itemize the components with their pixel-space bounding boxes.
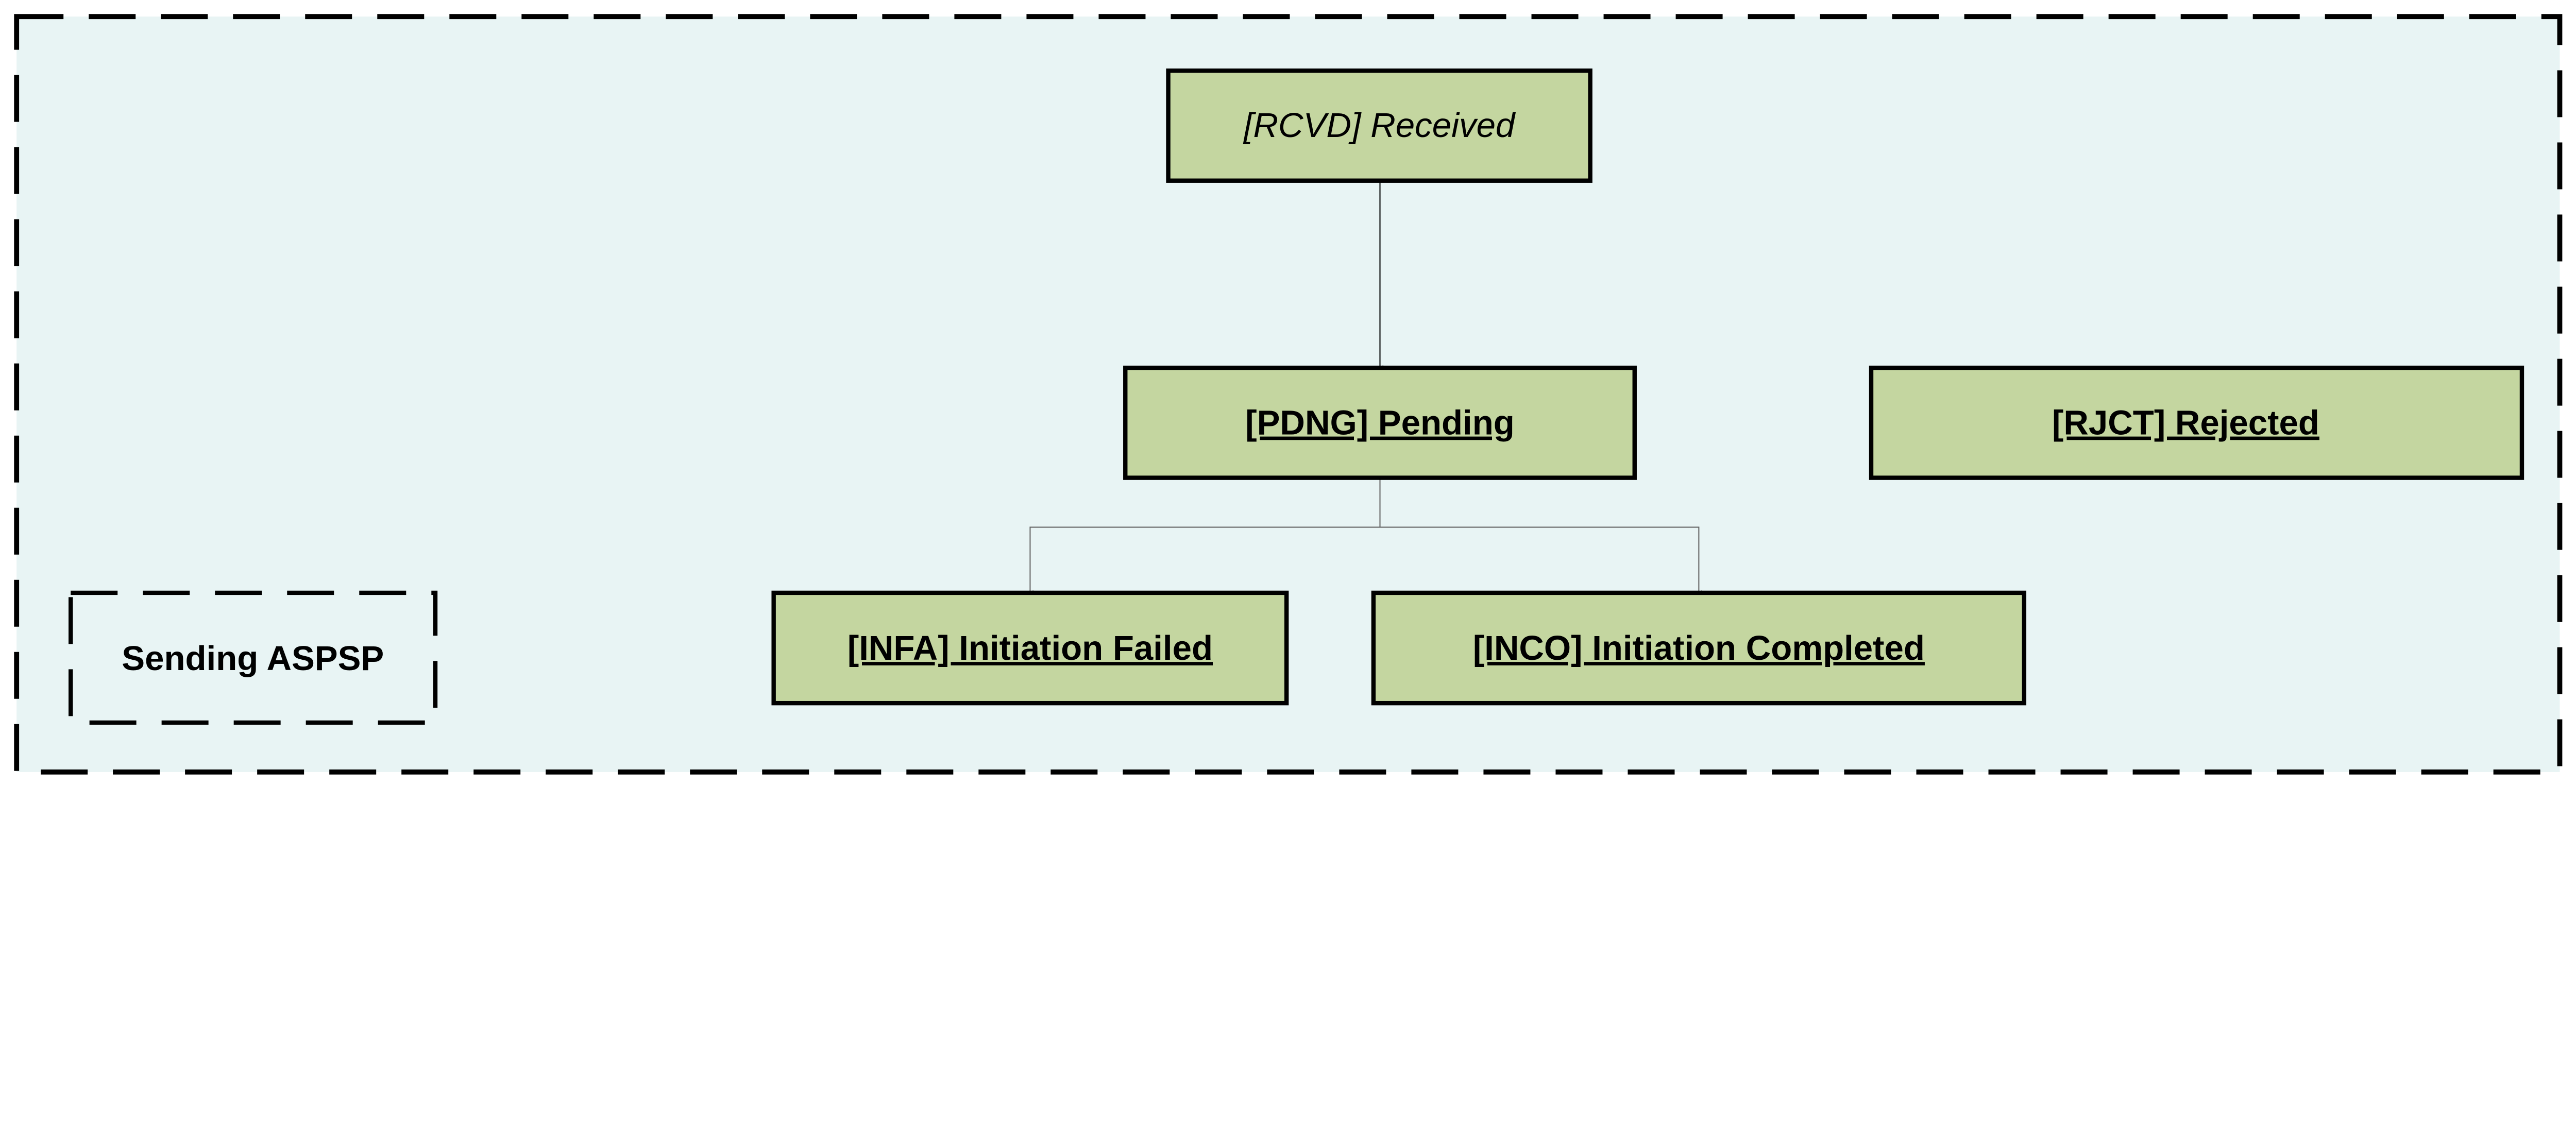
transition-pdng-infa bbox=[1029, 526, 1380, 594]
state-rjct-label: [RJCT] Rejected bbox=[2052, 404, 2319, 442]
container-label: Sending ASPSP bbox=[122, 639, 384, 678]
state-inco[interactable]: [INCO] Initiation Completed bbox=[1371, 590, 2027, 706]
state-rcvd-label: [RCVD] Received bbox=[1243, 106, 1516, 145]
state-diagram: Sending ASPSP [RCVD] Received [PDNG] Pen… bbox=[14, 14, 2563, 775]
state-pdng[interactable]: [PDNG] Pending bbox=[1123, 365, 1637, 480]
transition-pdng-inco bbox=[1380, 526, 1702, 594]
state-infa-label: [INFA] Initiation Failed bbox=[848, 629, 1213, 668]
state-infa[interactable]: [INFA] Initiation Failed bbox=[771, 590, 1289, 706]
state-rjct[interactable]: [RJCT] Rejected bbox=[1869, 365, 2524, 480]
state-pdng-label: [PDNG] Pending bbox=[1245, 404, 1515, 442]
state-inco-label: [INCO] Initiation Completed bbox=[1473, 629, 1925, 668]
state-rcvd[interactable]: [RCVD] Received bbox=[1166, 69, 1592, 183]
container-label-box bbox=[69, 590, 438, 725]
